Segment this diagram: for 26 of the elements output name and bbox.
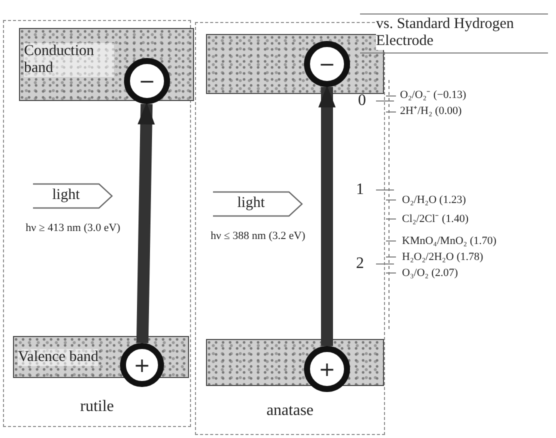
band-label: Conduction band: [24, 43, 114, 77]
photon-energy-note: hν ≤ 388 nm (3.2 eV): [210, 229, 306, 243]
energy-band: [19, 28, 194, 101]
material-label: rutile: [79, 398, 115, 416]
light-label: light: [236, 195, 266, 212]
band-label: Valence band: [18, 349, 98, 366]
redox-couple-label: KMnO₄/MnO₂ (1.70): [402, 235, 496, 247]
light-label: light: [51, 187, 81, 204]
redox-couple-label: O₃/O₂ (2.07): [402, 267, 458, 279]
charge-circle: +: [120, 343, 164, 387]
redox-couple-label: Cl₂/2Cl⁻ (1.40): [402, 213, 469, 225]
redox-couple-label: H₂O₂/2H₂O (1.78): [402, 251, 484, 263]
charge-circle: −: [124, 58, 170, 104]
redox-couple-label: O₂/O₂⁻ (−0.13): [400, 89, 466, 101]
charge-circle: +: [304, 346, 350, 392]
redox-couple-label: O₂/H₂O (1.23): [402, 194, 466, 206]
excitation-arrow: [136, 102, 155, 344]
excitation-arrow: [318, 85, 336, 346]
panel-frame: [3, 20, 191, 427]
photon-energy-note: hν ≥ 413 nm (3.0 eV): [24, 221, 122, 235]
charge-circle: −: [304, 41, 350, 87]
material-label: anatase: [265, 402, 315, 420]
scale-number: 0: [358, 93, 366, 109]
redox-couple-label: 2H⁺/H₂ (0.00): [400, 105, 462, 117]
scale-number: 1: [356, 182, 364, 198]
scale-number: 2: [356, 256, 364, 272]
